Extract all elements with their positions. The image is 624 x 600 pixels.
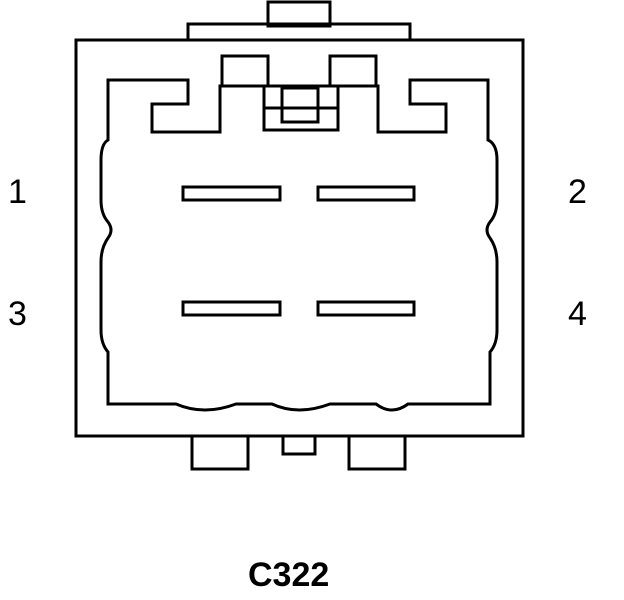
bottom-tab-center — [281, 434, 317, 456]
pin-label-2: 2 — [568, 173, 587, 211]
pin-label-1: 1 — [8, 173, 27, 211]
inner-cavity — [99, 78, 499, 412]
outer-housing — [74, 38, 525, 438]
pin-label-3: 3 — [8, 295, 27, 333]
bottom-tab-left — [190, 434, 250, 471]
key-block-left — [220, 54, 270, 88]
terminal-slot-2 — [316, 185, 416, 202]
top-raised-strip — [186, 22, 412, 40]
center-latch-inner — [280, 86, 320, 124]
key-block-right — [328, 54, 378, 88]
top-latch-tab — [266, 0, 332, 28]
bottom-tab-right — [347, 434, 407, 471]
connector-id-label: C322 — [248, 556, 330, 594]
terminal-slot-4 — [316, 300, 416, 317]
terminal-slot-1 — [181, 185, 282, 202]
terminal-slot-3 — [181, 300, 282, 317]
pin-label-4: 4 — [568, 295, 587, 333]
